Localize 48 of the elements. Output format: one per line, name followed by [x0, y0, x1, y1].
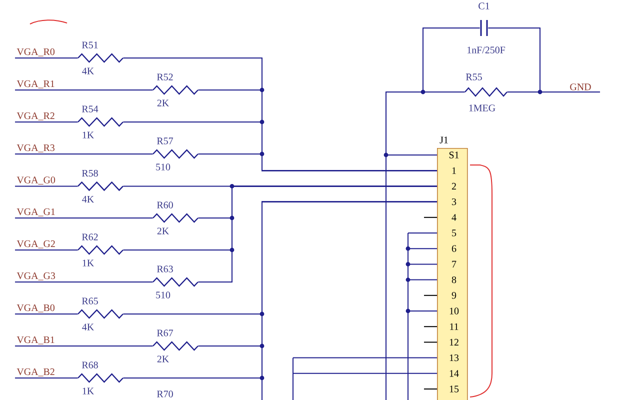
pin-number: 14 — [450, 370, 459, 377]
wire — [14, 186, 78, 187]
net-label: VGA_B1 — [16, 336, 54, 344]
resistor: R68 1K — [78, 362, 124, 394]
pin-number: 9 — [452, 292, 456, 299]
net-label: GND — [568, 84, 600, 92]
wire — [122, 201, 438, 378]
resistor: R63 510 — [152, 266, 198, 298]
resistor: R67 2K — [152, 330, 198, 362]
resistor: R62 1K — [78, 234, 124, 266]
pin-number: 1 — [452, 167, 456, 174]
net-label: VGA_B0 — [16, 304, 55, 312]
pin-number: 10 — [450, 308, 459, 314]
pin-number: 8 — [452, 276, 456, 284]
wire — [198, 154, 438, 172]
resistor: R60 2K — [152, 202, 198, 234]
pin-number: 3 — [452, 198, 456, 206]
pin-number: 4 — [452, 214, 456, 221]
pin-number: 13 — [450, 354, 459, 362]
net-label: VGA_R1 — [16, 80, 54, 88]
net-label: VGA_G2 — [16, 240, 55, 248]
net-label: VGA_G0 — [16, 176, 56, 184]
pin-number: 12 — [450, 338, 458, 346]
resistor: R52 2K — [152, 74, 198, 106]
net-label: VGA_R3 — [16, 144, 54, 152]
resistor: R70 — [156, 390, 173, 398]
resistor: R51 4K — [78, 42, 124, 74]
resistor: R65 4K — [78, 298, 124, 330]
resistor: R57 510 — [152, 138, 198, 170]
node-label: J1 — [440, 136, 448, 144]
pin-number: 2 — [452, 182, 456, 190]
net-label: VGA_R0 — [16, 48, 55, 56]
pin-number: 7 — [452, 260, 456, 268]
capacitor: C1 1nF/250F — [468, 2, 506, 54]
pin-number: 5 — [452, 230, 456, 236]
resistor: R55 1MEG — [464, 74, 508, 112]
pin-number: 11 — [450, 323, 458, 330]
net-label: VGA_G3 — [16, 272, 56, 280]
resistor: R58 4K — [78, 170, 124, 202]
pin-number: 6 — [452, 245, 456, 252]
wire — [386, 92, 466, 156]
net-label: VGA_B2 — [16, 368, 54, 376]
resistor: R54 1K — [78, 106, 124, 138]
pin-number: S1 — [449, 152, 459, 158]
net-label: VGA_G1 — [16, 208, 55, 216]
net-label: VGA_R2 — [16, 112, 54, 120]
wire — [198, 186, 438, 282]
pin-number: 15 — [450, 386, 459, 392]
